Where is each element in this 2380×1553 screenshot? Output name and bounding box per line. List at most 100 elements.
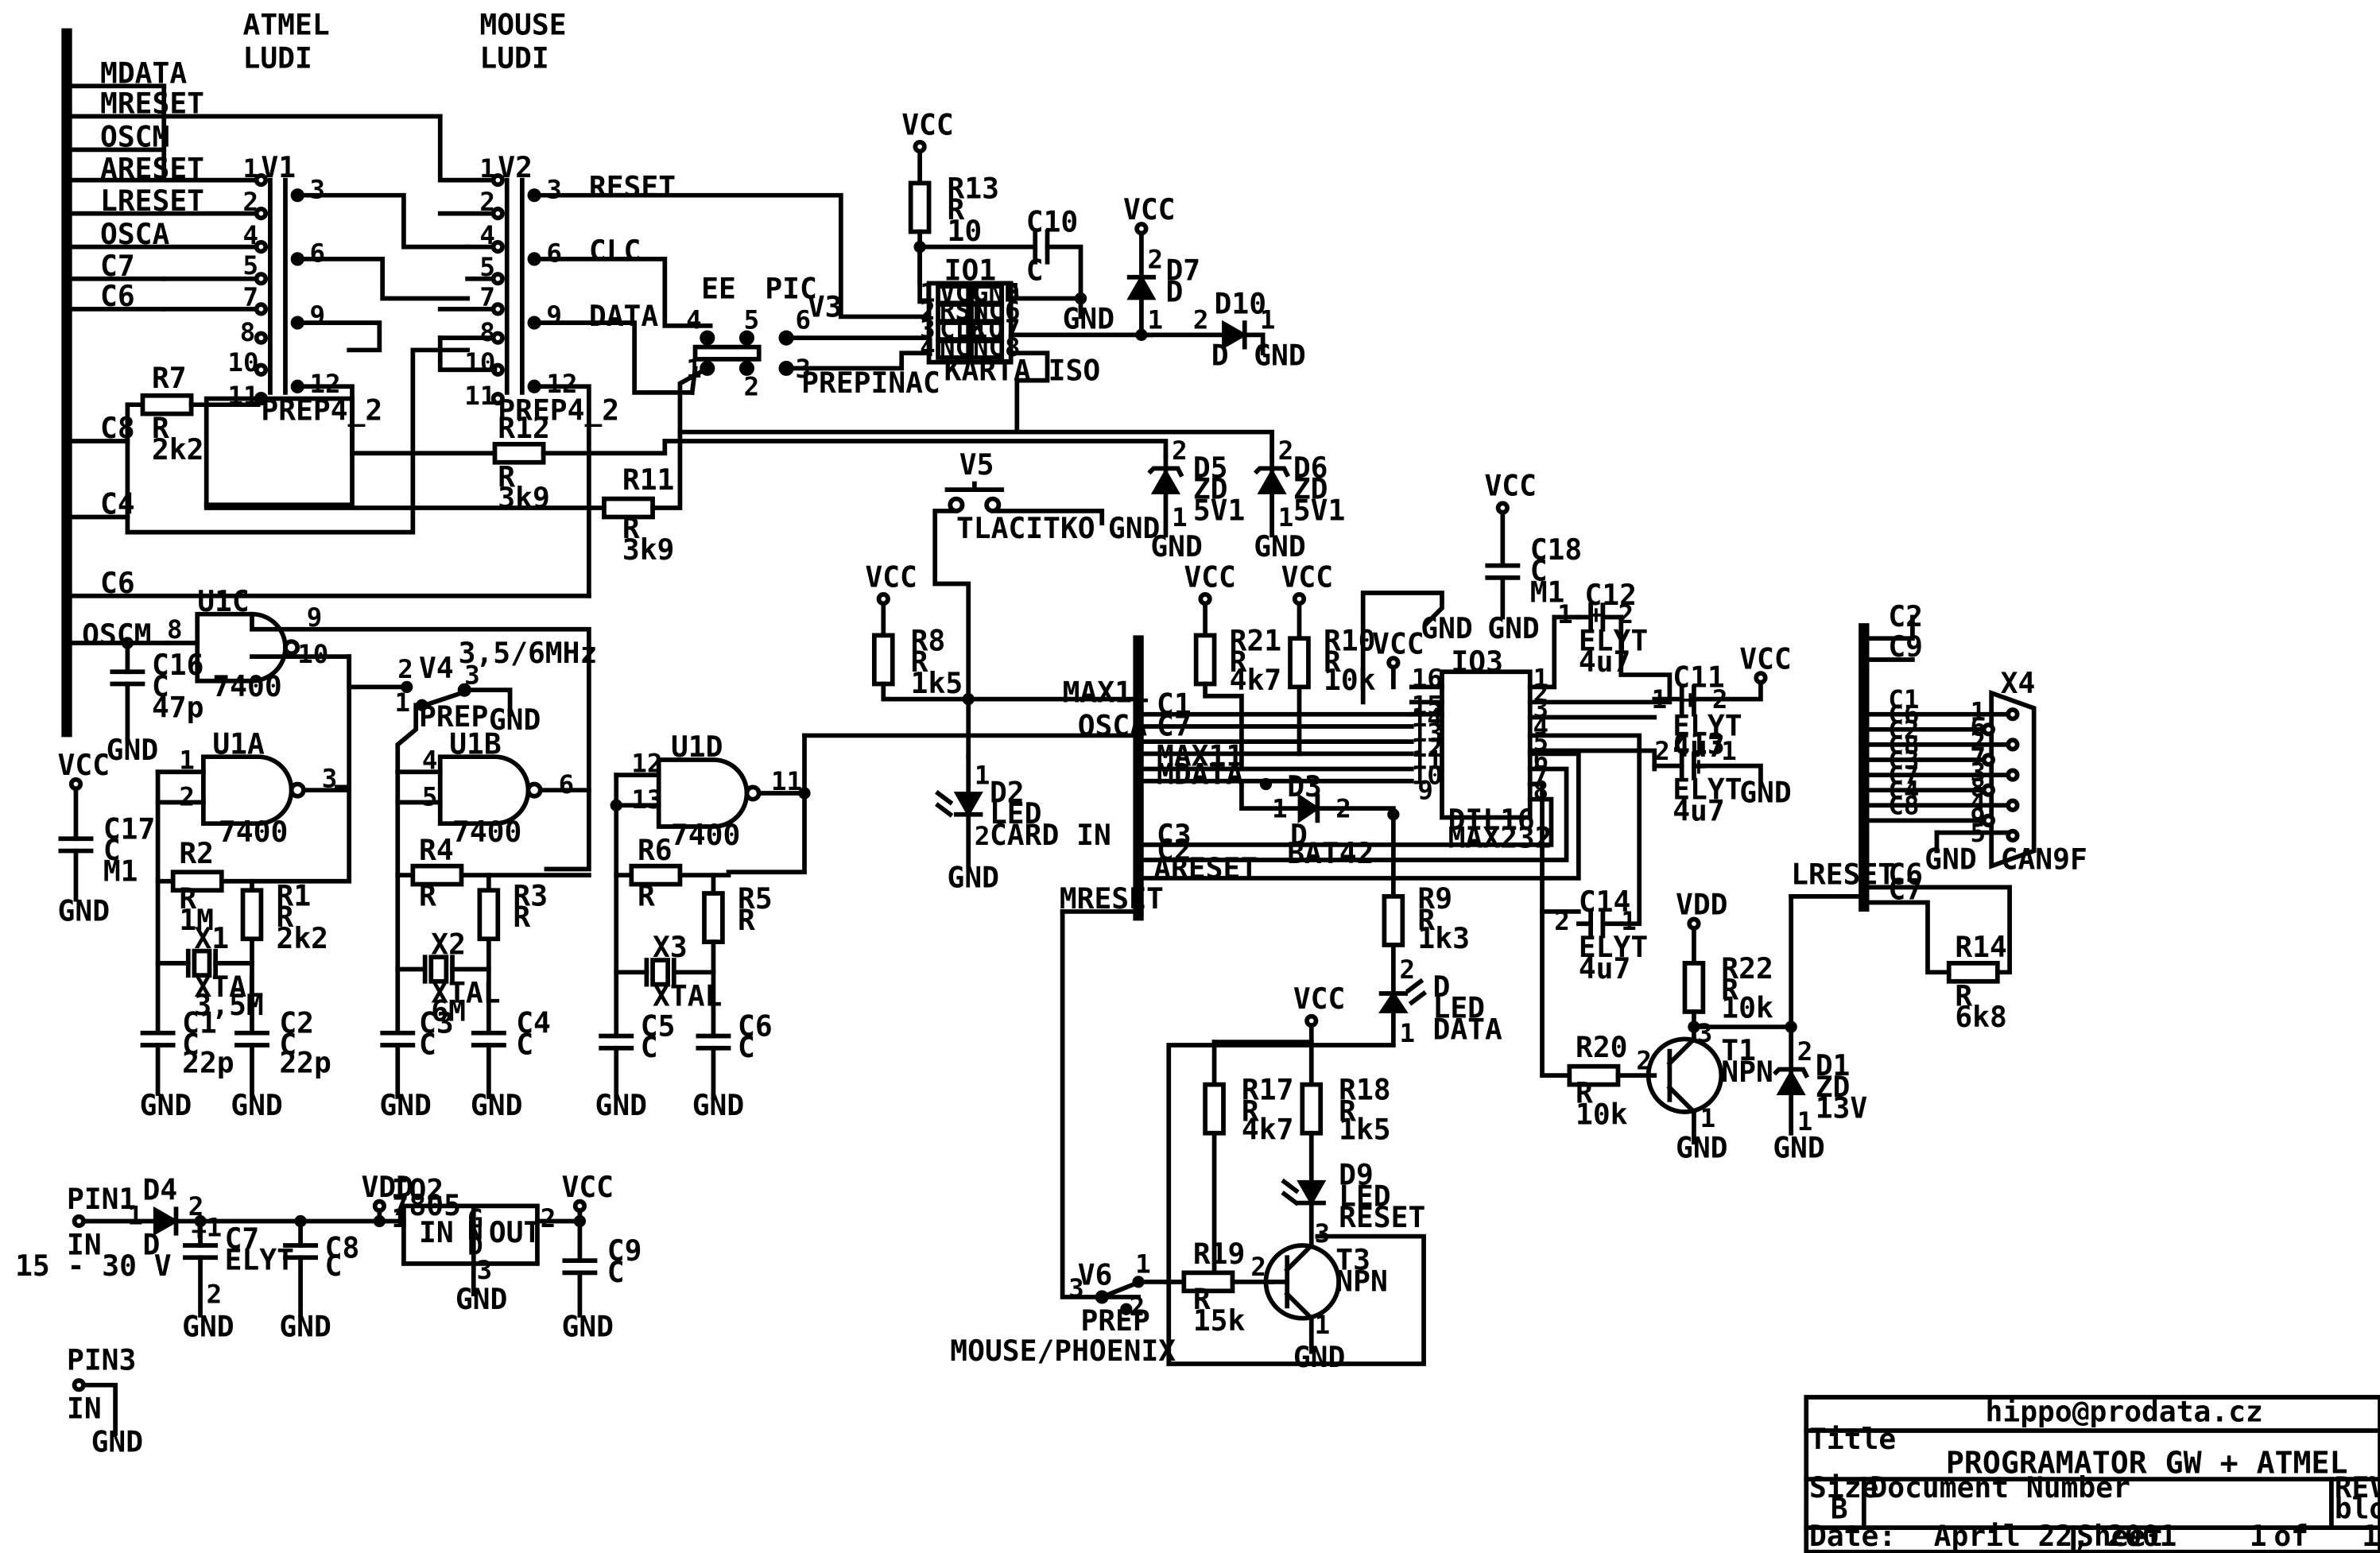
svg-text:R8: R8 [911,624,946,658]
svg-text:C: C [182,1027,200,1061]
svg-text:R: R [1193,1282,1211,1316]
svg-text:R18: R18 [1339,1073,1391,1107]
tb-title-label: Title [1809,1422,1896,1456]
svg-text:8: 8 [479,317,495,347]
svg-text:3: 3 [1315,1218,1331,1249]
svg-text:C17: C17 [103,811,156,846]
svg-text:2: 2 [1636,1046,1652,1076]
svg-text:9: 9 [1417,776,1433,806]
svg-text:1: 1 [975,761,990,791]
io3-part: DIL16 [1448,803,1535,837]
svg-text:D6: D6 [1293,451,1328,485]
svg-text:D2: D2 [990,775,1025,809]
svg-text:2: 2 [188,1191,204,1222]
v5-name: V5 [959,447,994,482]
svg-text:7: 7 [479,282,495,312]
pin3-in: IN [67,1392,102,1426]
svg-text:7: 7 [243,282,259,312]
svg-text:5: 5 [479,252,495,282]
svg-text:4: 4 [686,305,702,335]
v2-name: V2 [498,150,533,184]
svg-text:C10: C10 [1026,205,1079,239]
svg-text:GND: GND [379,1088,432,1122]
svg-text:GND: GND [1293,1340,1346,1374]
v6-part: PREP [1081,1303,1150,1338]
svg-text:C11: C11 [1673,660,1725,694]
svg-text:R: R [179,881,196,916]
svg-text:4: 4 [243,220,259,250]
svg-text:GND: GND [1487,611,1540,645]
svg-text:D: D [1433,970,1451,1004]
d3-value: BAT42 [1287,836,1374,870]
svg-text:2: 2 [179,781,195,811]
svg-text:GND: GND [58,893,110,928]
svg-text:GND: GND [1676,1130,1728,1164]
capacitor-c4: C4C GND [471,1006,551,1122]
svg-text:ZD: ZD [1193,472,1228,506]
svg-text:C5: C5 [641,1009,676,1044]
header-mouse: MOUSE [479,7,566,41]
svg-text:D: D [142,1227,160,1261]
svg-text:ELYT: ELYT [225,1243,294,1277]
svg-text:GND: GND [1254,339,1306,373]
left-bus: MDATA MRESET OSCM ARESET LRESET OSCA C7 … [61,28,591,738]
svg-text:LED: LED [990,796,1042,831]
svg-text:3: 3 [920,314,936,344]
svg-text:N: N [467,1215,483,1245]
c17-value: M1 [103,854,138,889]
svg-text:2: 2 [1970,727,1986,757]
d8-value: DATA [1433,1012,1503,1046]
connector-x4: C2 C9 C1 C6 C2 C8 C3 C7 C4 C8 X4 CAN9F 1… [1859,599,2087,975]
tb-size-label: Size [1809,1470,1878,1505]
v3-part: PREPINAC [801,366,940,400]
resistor-r1: R1R 2k2 [240,878,328,1036]
svg-text:GND: GND [107,733,159,767]
svg-text:2: 2 [1797,1036,1813,1067]
svg-text:R: R [1339,1094,1356,1128]
d6-value: 5V1 [1293,493,1346,527]
svg-text:GND: GND [231,1088,283,1122]
svg-text:7: 7 [1970,742,1986,773]
resistor-r3: R3R [477,873,548,1036]
net-mdata: MDATA [1157,757,1243,792]
svg-text:2: 2 [744,372,760,402]
svg-text:4: 4 [422,745,438,775]
r19-value: 15k [1193,1303,1246,1338]
r20-value: 10k [1576,1097,1628,1131]
svg-text:T1: T1 [1721,1033,1756,1067]
svg-text:C: C [516,1027,533,1061]
svg-text:1: 1 [127,1200,143,1230]
resistor-r2: R2R 1M [170,836,224,937]
v2-part: PREP4_2 [498,393,619,427]
svg-text:LED: LED [1339,1179,1391,1213]
net-clc: CLC [589,234,642,268]
svg-text:R: R [1324,645,1341,679]
r21-value: 4k7 [1230,663,1282,697]
u1b-name: U1B [449,726,502,761]
svg-text:4: 4 [479,220,495,250]
svg-text:R5: R5 [738,881,773,916]
svg-text:R14: R14 [1955,930,2007,964]
svg-text:1: 1 [394,687,410,718]
v3-pic: PIC [765,272,817,306]
svg-text:11: 11 [464,381,495,411]
svg-text:R13: R13 [947,172,999,206]
svg-text:VCC: VCC [865,560,917,594]
svg-text:R10: R10 [1324,624,1376,658]
svg-text:5: 5 [243,250,259,281]
capacitor-c5: C5C GND [595,970,676,1122]
svg-text:XTAL: XTAL [653,978,722,1013]
svg-text:R: R [1576,1076,1593,1110]
svg-text:XTAL: XTAL [431,976,500,1010]
svg-text:X1: X1 [194,921,229,955]
svg-text:R: R [1955,978,1972,1013]
io1-pin-rst: RST [940,296,986,326]
tb-size: B [1831,1492,1848,1526]
header-atmel-ludi: LUDI [243,41,312,75]
net-data: DATA [589,299,659,333]
